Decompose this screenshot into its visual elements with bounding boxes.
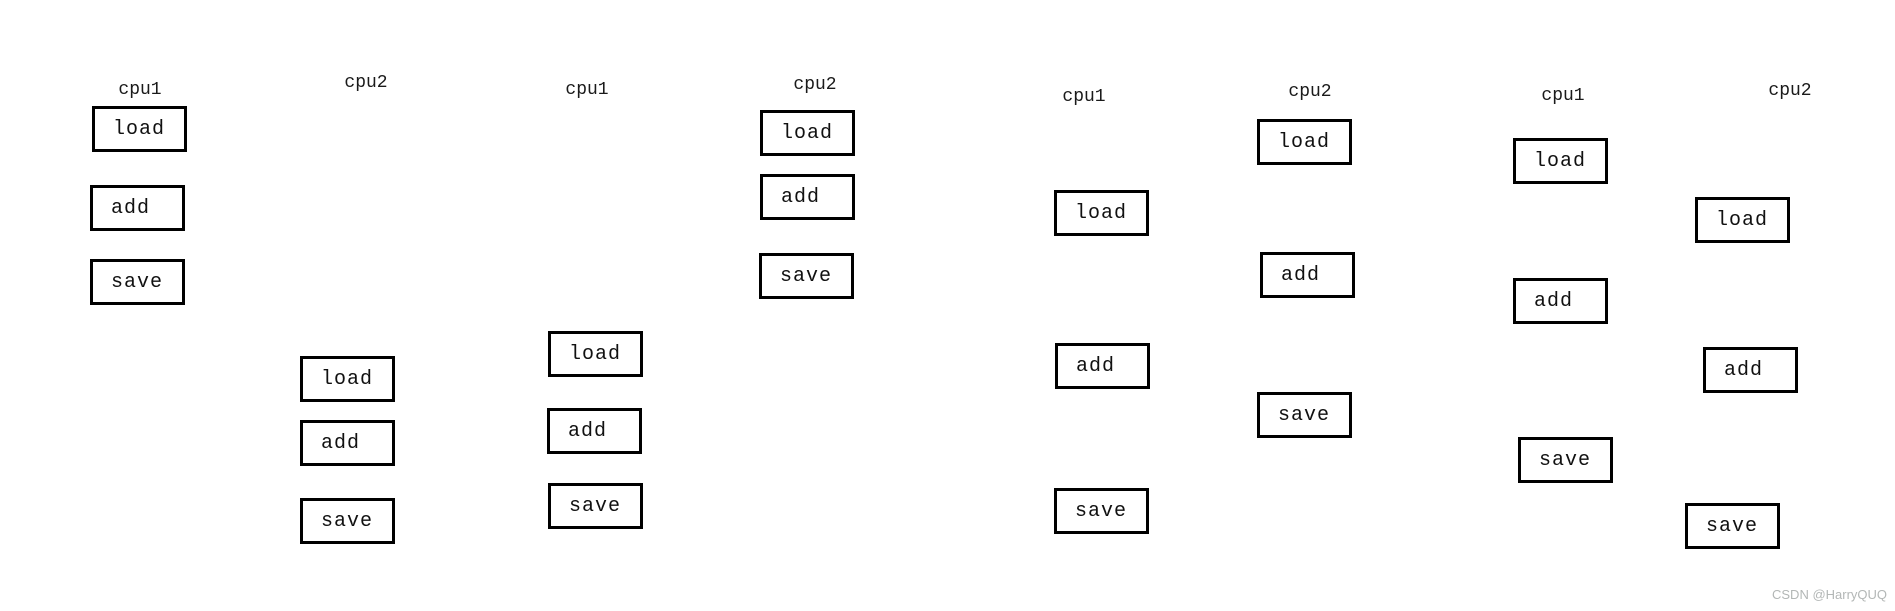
op-box-load: load (1054, 190, 1149, 236)
op-box-load: load (1257, 119, 1352, 165)
cpu-column-header: cpu1 (1062, 87, 1106, 107)
op-box-load: load (548, 331, 643, 377)
op-box-save: save (1685, 503, 1780, 549)
cpu-column-header: cpu1 (565, 80, 609, 100)
op-box-add: add (1260, 252, 1355, 298)
op-box-add: add (300, 420, 395, 466)
op-box-load: load (1695, 197, 1790, 243)
op-box-add: add (1703, 347, 1798, 393)
cpu-column-header: cpu2 (1768, 81, 1812, 101)
cpu-column-header: cpu1 (118, 80, 162, 100)
op-box-load: load (300, 356, 395, 402)
op-box-save: save (1257, 392, 1352, 438)
op-box-load: load (760, 110, 855, 156)
cpu-column-header: cpu2 (1288, 82, 1332, 102)
csdn-watermark: CSDN @HarryQUQ (1772, 587, 1888, 602)
cpu-column-header: cpu2 (344, 73, 388, 93)
op-box-add: add (1513, 278, 1608, 324)
cpu-column-header: cpu1 (1541, 86, 1585, 106)
op-box-add: add (90, 185, 185, 231)
op-box-add: add (547, 408, 642, 454)
op-box-add: add (1055, 343, 1150, 389)
op-box-save: save (759, 253, 854, 299)
cpu-column-header: cpu2 (793, 75, 837, 95)
op-box-save: save (548, 483, 643, 529)
op-box-load: load (92, 106, 187, 152)
op-box-save: save (300, 498, 395, 544)
op-box-save: save (90, 259, 185, 305)
op-box-load: load (1513, 138, 1608, 184)
op-box-add: add (760, 174, 855, 220)
op-box-save: save (1054, 488, 1149, 534)
op-box-save: save (1518, 437, 1613, 483)
